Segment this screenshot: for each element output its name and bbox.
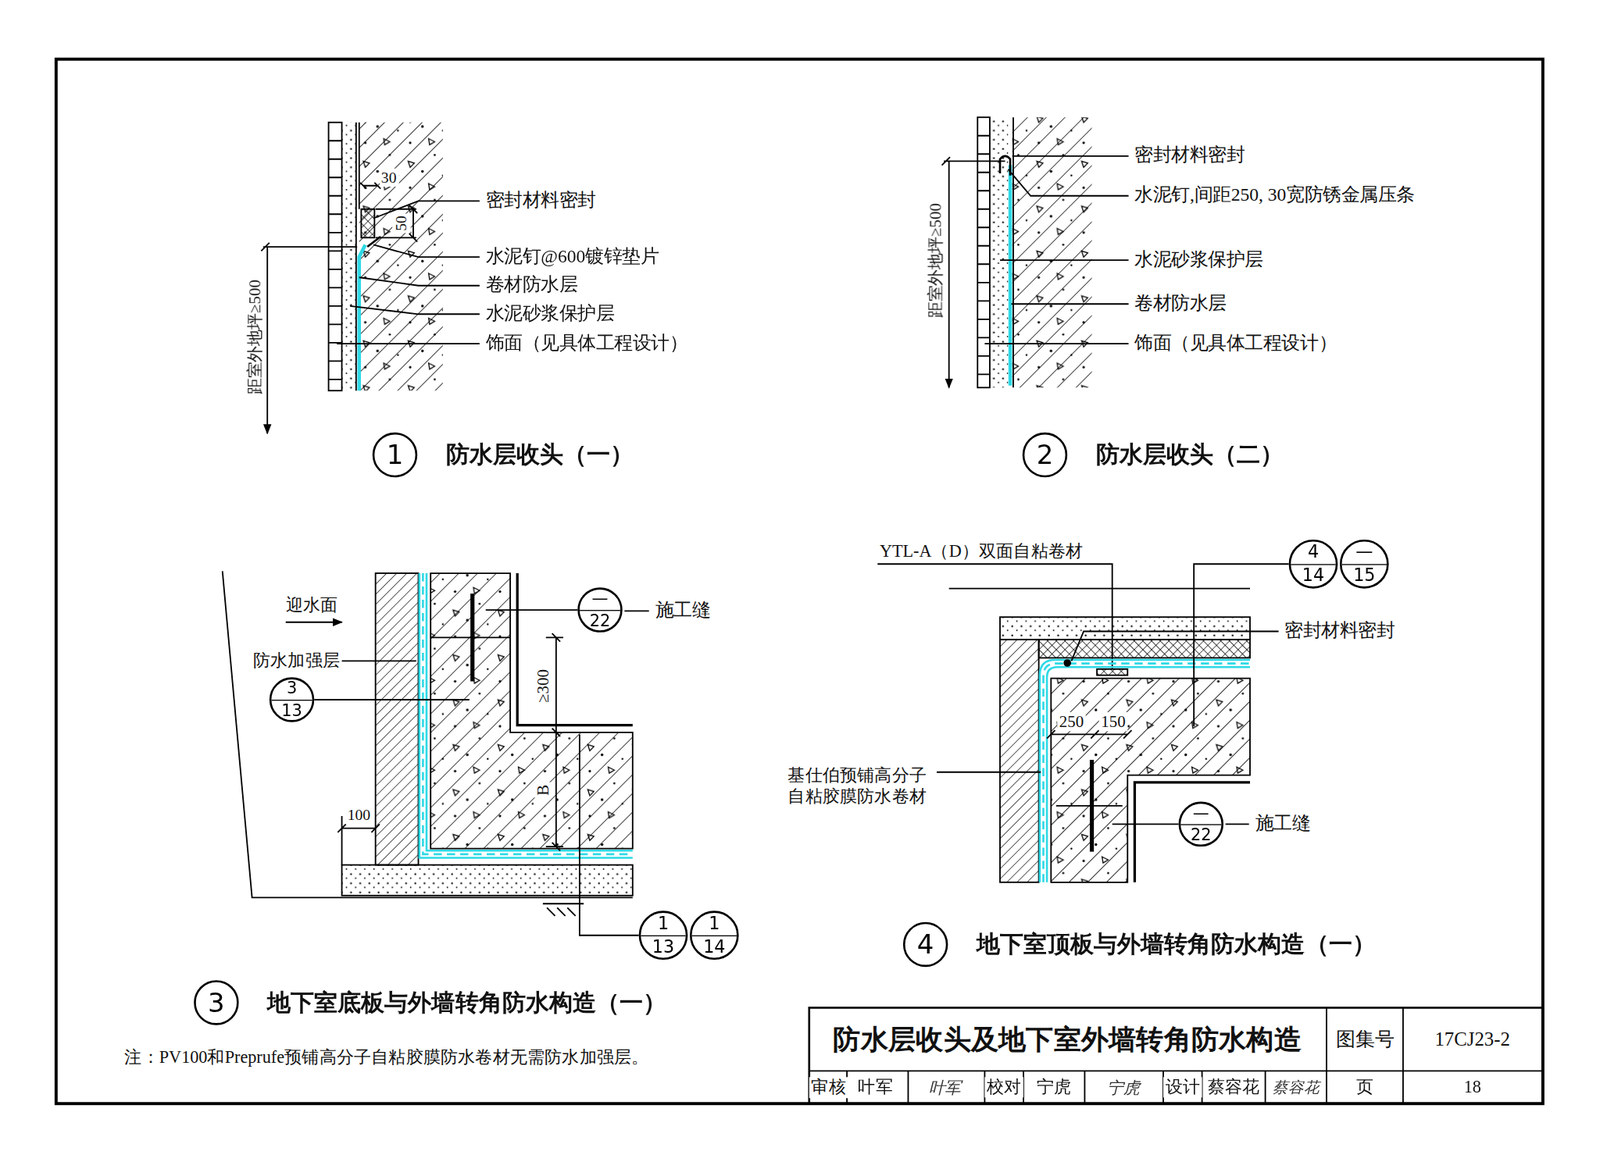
detail-title: 防水层收头（一） <box>446 439 634 471</box>
bubble-divider <box>640 935 686 937</box>
bubble-divider <box>271 700 312 701</box>
callout-number: 13 <box>652 937 675 957</box>
title-block-cell: 17CJ23-2 <box>1432 1028 1513 1052</box>
detail-number-text: 4 <box>917 930 935 960</box>
annotation: 水泥钉@600镀锌垫片 <box>483 246 661 268</box>
title-block-cell: 宁虎 <box>1034 1077 1074 1099</box>
title-block-cell: 宁虎 <box>1105 1078 1143 1098</box>
annotation: 饰面（见具体工程设计） <box>483 332 690 355</box>
reference-bubble: 114 <box>689 910 740 961</box>
annotation: 施工缝 <box>1253 813 1313 836</box>
detail-title: 地下室顶板与外墙转角防水构造（一） <box>976 928 1376 961</box>
title-block-cell: 18 <box>1461 1077 1483 1099</box>
dimension: B <box>532 782 553 797</box>
reference-bubble: 113 <box>639 910 689 961</box>
annotation: 水泥砂浆保护层 <box>1132 249 1266 272</box>
annotation: 密封材料密封 <box>1282 620 1397 643</box>
reference-bubble: — 22 <box>577 587 622 633</box>
callout-number: 13 <box>281 702 303 721</box>
callout-number: 3 <box>286 679 297 698</box>
detail-number: 4地下室顶板与外墙转角防水构造（一） <box>903 922 948 968</box>
callout-number: 1 <box>657 914 669 934</box>
annotation: 密封材料密封 <box>483 189 598 212</box>
annotation: 30 <box>378 168 399 188</box>
annotation: 100 <box>345 806 373 825</box>
title-block-cell: 图集号 <box>1334 1028 1397 1052</box>
dimension: ≥300 <box>532 667 553 705</box>
annotation: 水泥砂浆保护层 <box>483 303 617 325</box>
title-block-cell: 设计 <box>1163 1077 1203 1099</box>
annotation: 施工缝 <box>653 600 713 622</box>
detail-number-text: 2 <box>1036 440 1054 470</box>
detail-number: 3地下室底板与外墙转角防水构造（一） <box>193 980 239 1025</box>
title-block-cell: 蔡容花 <box>1271 1078 1322 1098</box>
reference-bubble: 414 <box>1289 539 1339 590</box>
title-block-cell: 页 <box>1354 1077 1376 1099</box>
callout-number: 1 <box>708 914 720 934</box>
dimension: 距室外地坪≥500 <box>244 277 265 397</box>
reference-bubble: — 22 <box>1178 802 1224 847</box>
title-block-cell: 蔡容花 <box>1205 1077 1262 1099</box>
detail-number-text: 1 <box>386 440 404 470</box>
title-block-cell: 叶军 <box>856 1077 896 1099</box>
title-block-cell: 审核 <box>809 1077 849 1099</box>
annotation: 250 <box>1057 711 1086 732</box>
detail-number-text: 3 <box>207 988 225 1018</box>
callout-number: 22 <box>589 612 611 631</box>
annotation: 基仕伯预铺高分子 自粘胶膜防水卷材 <box>785 765 935 808</box>
callout-number: 4 <box>1307 542 1319 562</box>
callout-number: — <box>1192 804 1210 823</box>
reference-bubble: 313 <box>269 677 315 722</box>
callout-number: 14 <box>1302 566 1325 586</box>
annotation: 水泥钉,间距250, 30宽防锈金属压条 <box>1132 184 1418 207</box>
annotation: 卷材防水层 <box>1132 292 1229 315</box>
bubble-divider <box>1290 564 1336 565</box>
annotation: YTL-A（D）双面自粘卷材 <box>877 542 1085 564</box>
bubble-divider <box>579 610 621 611</box>
callout-number: — <box>1355 542 1373 562</box>
callout-number: 14 <box>703 937 725 957</box>
detail-number: 2防水层收头（二） <box>1022 432 1068 478</box>
dimension: 距室外地坪≥500 <box>925 200 945 321</box>
annotation: 迎水面 <box>283 596 340 618</box>
callout-number: 15 <box>1353 566 1375 586</box>
reference-bubble: — 15 <box>1339 539 1390 590</box>
detail-title: 防水层收头（二） <box>1096 439 1284 471</box>
callout-number: 22 <box>1190 826 1212 845</box>
bubble-divider <box>1180 824 1222 825</box>
callout-number: — <box>592 589 609 608</box>
annotation: 卷材防水层 <box>483 274 580 297</box>
bubble-divider <box>1342 564 1387 565</box>
title-block-cell: 校对 <box>984 1077 1024 1099</box>
detail-number: 1防水层收头（一） <box>372 432 418 478</box>
detail-title: 地下室底板与外墙转角防水构造（一） <box>267 987 667 1019</box>
annotation: 注：PV100和Preprufe预铺高分子自粘胶膜防水卷材无需防水加强层。 <box>122 1047 651 1069</box>
sheet-title: 防水层收头及地下室外墙转角防水构造 <box>831 1023 1304 1057</box>
annotation: 饰面（见具体工程设计） <box>1132 332 1340 355</box>
title-block-cell: 叶军 <box>926 1078 964 1098</box>
bubble-divider <box>692 935 737 937</box>
dimension: 50 <box>392 214 411 234</box>
annotation: 防水加强层 <box>250 650 342 672</box>
annotation: 150 <box>1099 711 1129 732</box>
annotation: 密封材料密封 <box>1132 144 1247 167</box>
